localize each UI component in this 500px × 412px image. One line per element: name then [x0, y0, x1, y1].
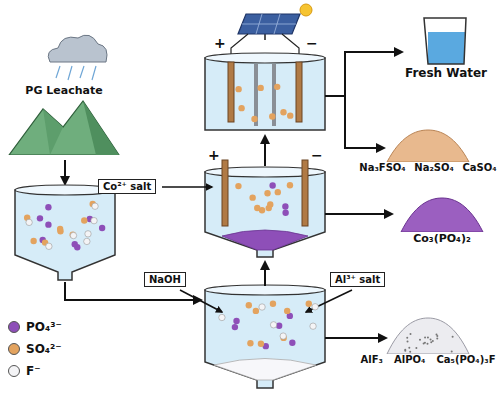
ion-dot [238, 105, 244, 111]
product-label: CaSO₄ [463, 162, 497, 173]
ion-dot [37, 215, 43, 221]
pile-shape [385, 128, 471, 162]
ion-dot [235, 183, 241, 189]
rain-cloud [48, 35, 107, 80]
product-label: PG Leachate [25, 84, 102, 97]
legend-item: SO₄²⁻ [8, 338, 62, 360]
pile-shape [399, 196, 485, 232]
ion-dot [259, 304, 265, 310]
ion-dot [46, 243, 52, 249]
product-label: Na₃FSO₄ [359, 162, 405, 173]
ion-dot [269, 113, 275, 119]
ion-dot [280, 109, 286, 115]
precipitation-tank [205, 285, 325, 388]
product-pile: Na₃FSO₄ Na₂SO₄ CaSO₄ [358, 128, 498, 173]
ion-dot [232, 324, 238, 330]
legend-label: PO₄³⁻ [26, 320, 62, 334]
ion-dot [81, 217, 87, 223]
ion-dot [254, 205, 260, 211]
legend-swatch [8, 365, 20, 377]
ion-dot [45, 221, 51, 227]
reagent-box: Al³⁺ salt [330, 272, 385, 287]
ion-dot [282, 210, 288, 216]
ion-dot [253, 308, 259, 314]
product-label: Na₂SO₄ [414, 162, 454, 173]
electrode-sign: + [214, 36, 226, 50]
ion-dot [287, 182, 293, 188]
ion-dot [289, 340, 295, 346]
ion-dot [91, 217, 97, 223]
collection-tank [15, 185, 115, 280]
ion-dot [267, 201, 273, 207]
ion-dot [275, 189, 281, 195]
ion-dot [72, 241, 78, 247]
ion-dot [269, 182, 275, 188]
legend-swatch [8, 343, 20, 355]
ion-dot [257, 85, 263, 91]
legend-swatch [8, 321, 20, 333]
reagent-label: Al³⁺ salt [335, 274, 380, 285]
product-label: Fresh Water [405, 66, 487, 80]
ion-dot [274, 84, 280, 90]
ion-dot [99, 225, 105, 231]
ion-dot [270, 301, 276, 307]
legend-item: PO₄³⁻ [8, 316, 62, 338]
ion-dot [264, 190, 270, 196]
electrode-sign: + [208, 148, 220, 162]
ion-dot [45, 204, 51, 210]
reagent-label: Co²⁺ salt [103, 181, 151, 192]
product-label: Ca₅(PO₄)₃F [436, 354, 495, 365]
legend: PO₄³⁻ SO₄²⁻ F⁻ [8, 316, 62, 382]
ion-dot [270, 322, 276, 328]
product-label: AlPO₄ [394, 354, 425, 365]
ion-dot [306, 301, 312, 307]
ion-dot [233, 318, 239, 324]
ion-dot [280, 333, 286, 339]
product-pile: Co₃(PO₄)₂ [392, 196, 492, 245]
ion-dot [84, 238, 90, 244]
ion-dot [85, 231, 91, 237]
ion-dot [235, 86, 241, 92]
product-pile: AlF₃ AlPO₄ Ca₅(PO₄)₃F [358, 316, 498, 365]
reagent-box: Co²⁺ salt [98, 179, 156, 194]
reagent-label: NaOH [149, 274, 181, 285]
ion-dot [282, 203, 288, 209]
legend-item: F⁻ [8, 360, 62, 382]
mountain-shape [8, 97, 120, 155]
ion-dot [30, 238, 36, 244]
ion-dot [247, 340, 253, 346]
ion-dot [312, 304, 318, 310]
legend-label: F⁻ [26, 364, 41, 378]
ion-dot [258, 341, 264, 347]
ion-dot [57, 226, 63, 232]
ion-dot [249, 194, 255, 200]
ion-dot [287, 112, 293, 118]
product-beaker: Fresh Water [398, 14, 494, 80]
solar-panel [238, 4, 312, 40]
product-label: AlF₃ [361, 354, 383, 365]
ion-dot [251, 116, 257, 122]
electrode-sign: − [311, 148, 323, 162]
product-label: Co₃(PO₄)₂ [413, 232, 471, 245]
ion-dot [92, 203, 98, 209]
ion-dot [26, 219, 32, 225]
electrolysis-tank [205, 160, 325, 257]
ion-dot [70, 232, 76, 238]
ion-dot [284, 308, 290, 314]
legend-label: SO₄²⁻ [26, 342, 62, 356]
ion-dot [219, 314, 225, 320]
electrodialysis-tank [205, 53, 325, 130]
reagent-box: NaOH [144, 272, 186, 287]
ion-dot [246, 302, 252, 308]
ion-dot [70, 232, 76, 238]
pile-shape [385, 316, 471, 354]
ion-dot [310, 323, 316, 329]
beaker-shape [420, 14, 472, 66]
electrode-sign: − [306, 36, 318, 50]
source-mountain: PG Leachate [8, 84, 120, 155]
